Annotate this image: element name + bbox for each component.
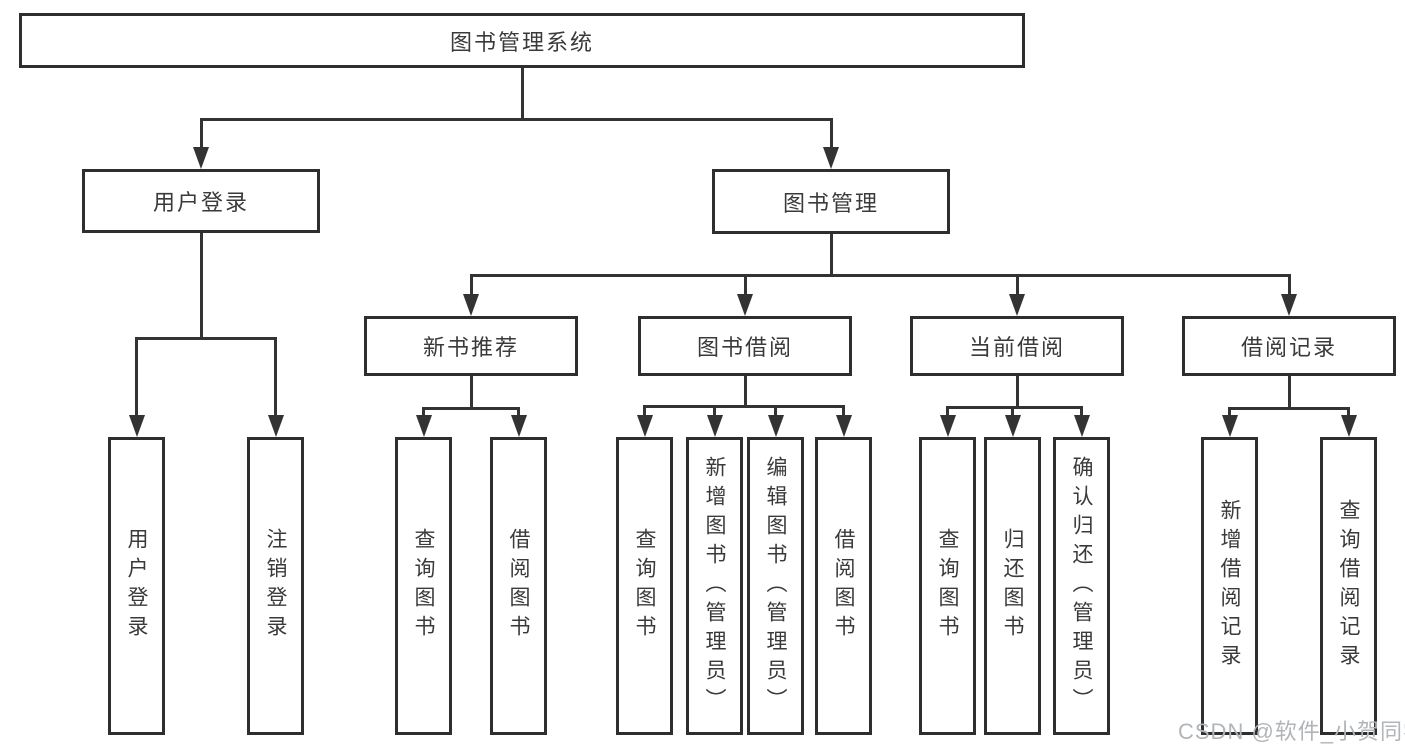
connector-line [135,337,277,340]
connector-line [1080,406,1083,419]
node-label: 借阅记录 [1240,335,1337,360]
arrowhead-down-icon [706,415,723,437]
node-label: 查询借阅记录 [1337,499,1360,673]
node-label: 查询图书 [412,528,435,644]
node-label: 确认归还（管理员） [1070,455,1093,717]
diagram-leaf-bb-edit-books-admin: 编辑图书（管理员） [747,437,804,735]
arrowhead-down-icon [636,415,653,437]
diagram-node-borrow-records: 借阅记录 [1182,316,1396,376]
connector-line [713,405,716,419]
connector-line [643,405,646,419]
connector-line [517,407,520,419]
connector-line [135,337,138,419]
diagram-leaf-nbr-query-books: 查询图书 [395,437,452,735]
diagram-leaf-bb-borrow-books: 借阅图书 [815,437,872,735]
connector-line [643,405,845,408]
diagram-leaf-logout: 注销登录 [247,437,304,735]
connector-line [1347,407,1350,419]
connector-line [199,233,203,337]
diagram-leaf-user-login: 用户登录 [108,437,165,735]
node-label: 新增图书（管理员） [703,455,726,717]
diagram-leaf-bb-add-books-admin: 新增图书（管理员） [686,437,743,735]
diagram-leaf-cb-return-books: 归还图书 [984,437,1041,735]
arrowhead-down-icon [1281,294,1297,316]
node-label: 归还图书 [1001,528,1024,644]
connector-line [1228,407,1350,410]
node-label: 当前借阅 [968,335,1065,360]
connector-line [1011,406,1014,419]
connector-line [199,118,833,121]
diagram-node-book-mgmt: 图书管理 [712,169,950,234]
connector-line [422,407,520,410]
node-label: 查询图书 [633,528,656,644]
arrowhead-down-icon [823,147,839,169]
node-label: 新增借阅记录 [1218,499,1241,673]
arrowhead-down-icon [1009,294,1025,316]
diagram-leaf-br-query-record: 查询借阅记录 [1320,437,1377,735]
diagram-leaf-cb-confirm-return-admin: 确认归还（管理员） [1053,437,1110,735]
connector-line [1228,407,1231,419]
connector-line [422,407,425,419]
node-label: 借阅图书 [507,528,530,644]
arrowhead-down-icon [767,415,784,437]
diagram-node-book-borrow: 图书借阅 [638,316,852,376]
node-label: 图书管理 [782,190,879,216]
connector-line [842,405,845,419]
arrowhead-down-icon [510,415,527,437]
arrowhead-down-icon [193,147,209,169]
node-label: 借阅图书 [832,528,855,644]
arrowhead-down-icon [128,415,145,437]
connector-line [829,234,833,274]
csdn-watermark: CSDN @软件_小贺同学 [1178,719,1405,744]
connector-line [829,118,833,152]
connector-line [469,274,1291,277]
connector-line [946,406,1083,409]
connector-line [1287,376,1291,407]
arrowhead-down-icon [737,294,753,316]
connector-line [274,337,277,419]
arrowhead-down-icon [1073,415,1090,437]
diagram-node-root: 图书管理系统 [19,13,1025,68]
connector-line [774,405,777,419]
connector-line [469,376,473,407]
connector-line [1015,274,1019,296]
arrowhead-down-icon [1221,415,1238,437]
diagram-leaf-nbr-borrow-books: 借阅图书 [490,437,547,735]
diagram-node-user-login-group: 用户登录 [82,169,320,233]
node-label: 用户登录 [152,190,249,215]
node-label: 查询图书 [936,528,959,644]
connector-line [199,118,203,152]
connector-line [743,376,747,405]
diagram-leaf-cb-query-books: 查询图书 [919,437,976,735]
arrowhead-down-icon [939,415,956,437]
diagram-leaf-br-add-record: 新增借阅记录 [1201,437,1258,735]
node-label: 用户登录 [125,528,148,644]
diagram-leaf-bb-query-books: 查询图书 [616,437,673,735]
node-label: 图书借阅 [696,335,793,360]
node-label: 新书推荐 [422,335,519,360]
arrowhead-down-icon [267,415,284,437]
connector-line [1015,376,1019,406]
connector-line [946,406,949,419]
arrowhead-down-icon [1004,415,1021,437]
connector-line [520,68,524,118]
node-label: 编辑图书（管理员） [764,455,787,717]
node-label: 图书管理系统 [449,29,594,55]
arrowhead-down-icon [835,415,852,437]
connector-line [469,274,473,296]
node-label: 注销登录 [264,528,287,644]
connector-line [743,274,747,296]
diagram-node-new-book-rec: 新书推荐 [364,316,578,376]
diagram-node-current-borrow: 当前借阅 [910,316,1124,376]
arrowhead-down-icon [463,294,479,316]
connector-line [1287,274,1291,296]
arrowhead-down-icon [1340,415,1357,437]
arrowhead-down-icon [415,415,432,437]
